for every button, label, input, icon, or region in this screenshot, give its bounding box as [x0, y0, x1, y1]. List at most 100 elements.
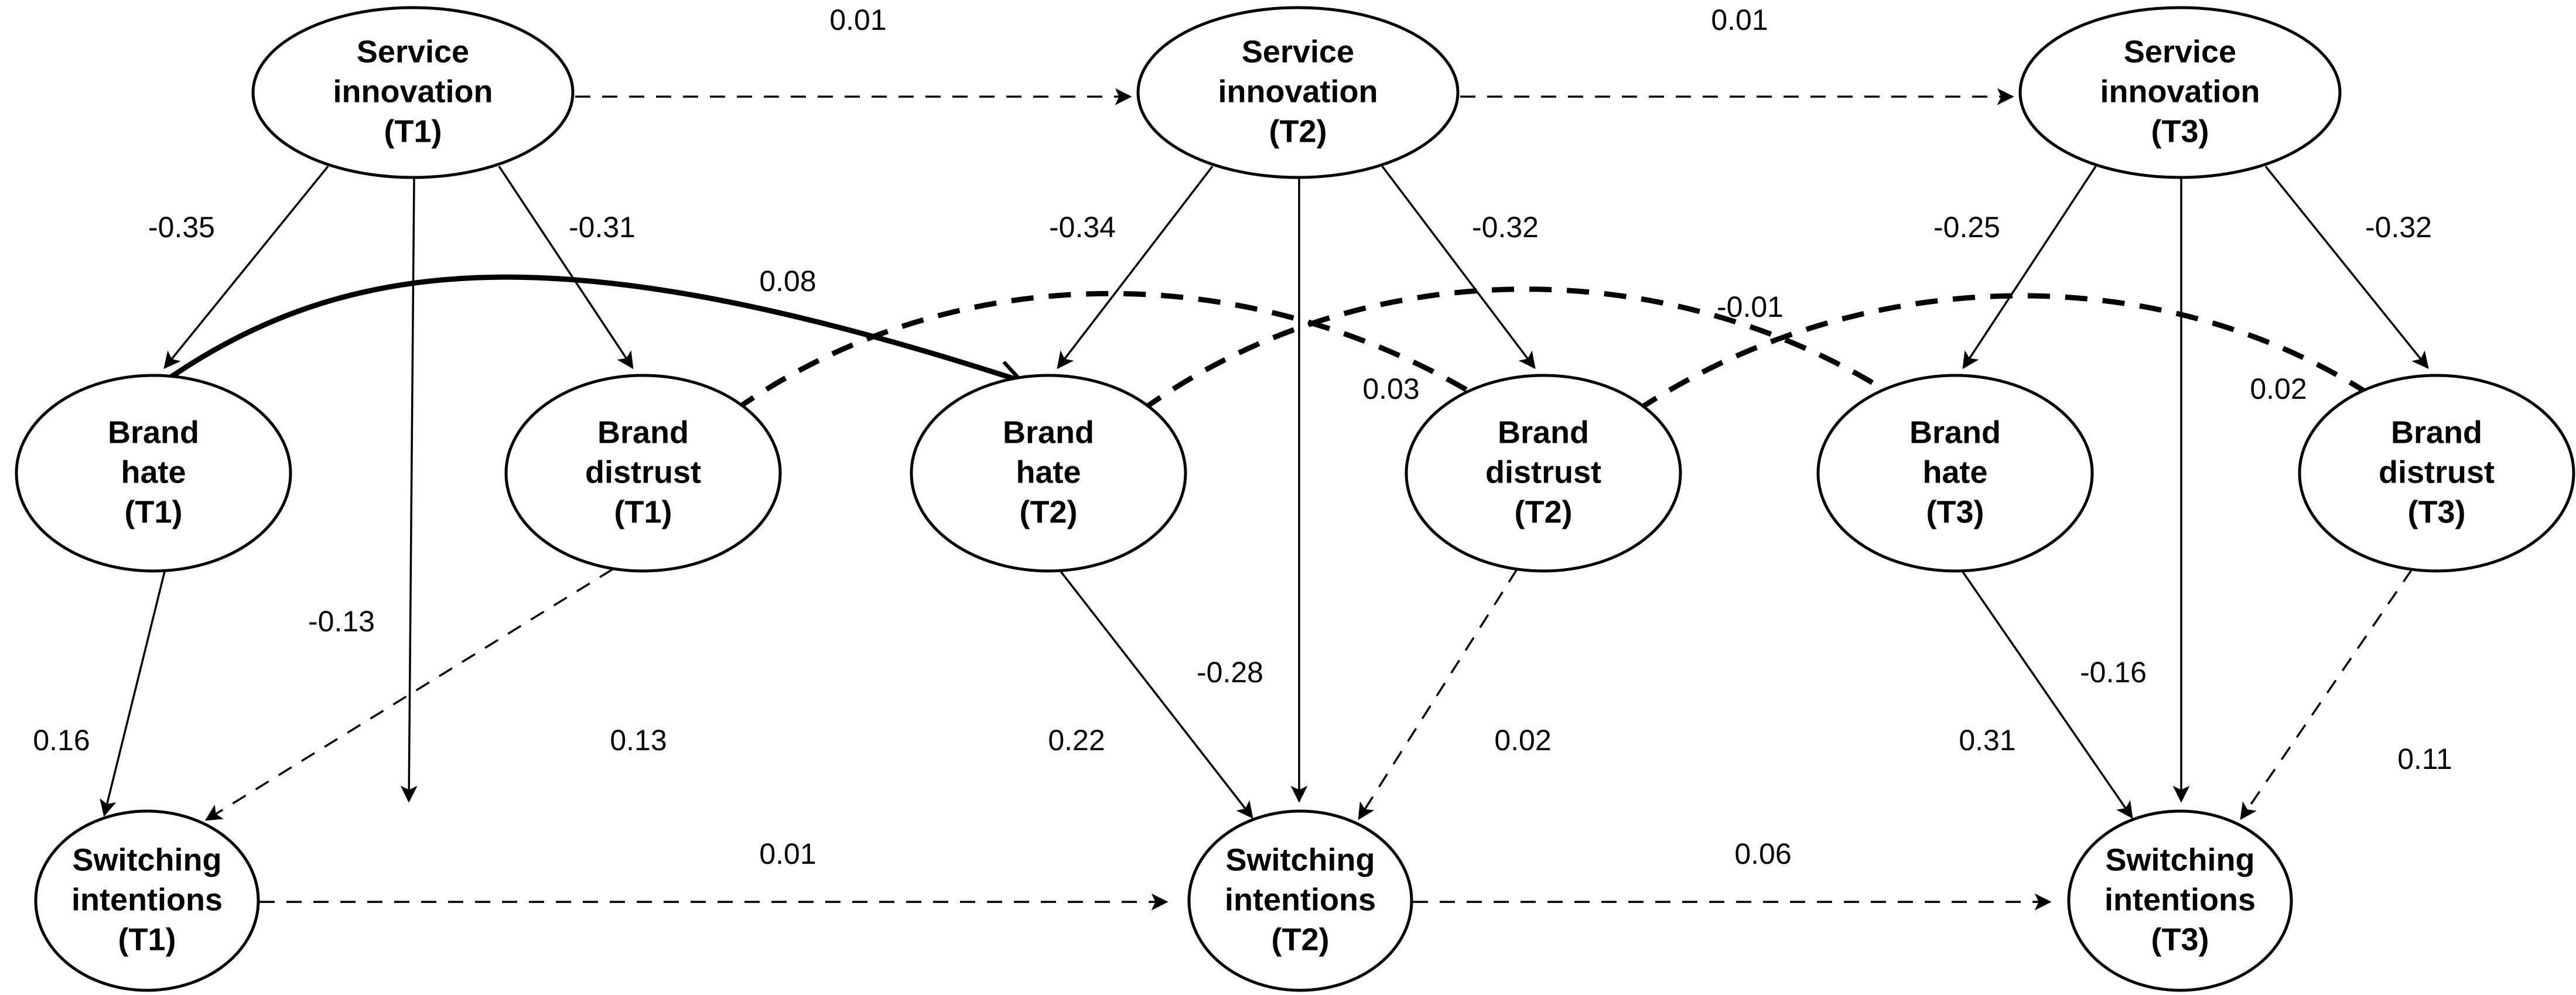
node-ellipse [2018, 6, 2342, 179]
node-brand-distrust-t2[interactable]: Brand distrust (T2) [1405, 374, 1682, 573]
edge-label-bh-t3-sw-t3: 0.31 [1959, 724, 2015, 757]
node-label-line1: Brand [108, 415, 199, 450]
node-service-innovation-t2[interactable]: Service innovation (T2) [1136, 6, 1460, 179]
node-label-line1: Brand [1003, 415, 1094, 450]
edge-bh-t1-bh-t2 [168, 274, 1020, 381]
node-label-line3: (T3) [2408, 494, 2466, 529]
node-switching-intentions-t3[interactable]: Switching intentions (T3) [2067, 809, 2293, 992]
node-label-line2: innovation [2100, 74, 2260, 109]
edge-label-si-t2-bh-t2: -0.34 [1049, 211, 1116, 244]
edge-label-si-t1-bd-t1: -0.31 [569, 211, 636, 244]
node-label-line1: Switching [2106, 842, 2255, 877]
node-label-line2: hate [121, 454, 186, 490]
node-label-line3: (T2) [1269, 114, 1327, 149]
edge-label-bd-t3-sw-t3: 0.11 [2397, 743, 2452, 775]
edge-label-sw-t1-sw-t2: 0.01 [759, 837, 816, 870]
node-switching-intentions-t2[interactable]: Switching intentions (T2) [1187, 809, 1413, 992]
node-label-line1: Service [2124, 34, 2236, 69]
node-label-line2: hate [1922, 454, 1987, 490]
node-label-line2: intentions [1225, 882, 1376, 917]
edge-label-si-t1-sw-t1: -0.13 [308, 605, 375, 638]
edge-label-bh-t2-bh-t3: -0.01 [1717, 290, 1784, 323]
node-label-line2: distrust [2379, 454, 2495, 490]
edge-si-t2-bh-t2 [1057, 165, 1214, 370]
node-label-line3: (T1) [614, 494, 672, 529]
node-label-line2: intentions [2104, 882, 2256, 917]
node-brand-hate-t1[interactable]: Brand hate (T1) [15, 374, 292, 573]
node-label-line3: (T3) [2151, 114, 2209, 149]
node-layer: Service innovation (T1) Service innovati… [15, 6, 2575, 992]
edge-si-t3-bd-t3 [2264, 165, 2429, 370]
node-label-line3: (T2) [1515, 494, 1573, 529]
edge-layer [100, 88, 2429, 911]
node-label-line1: Service [357, 34, 469, 69]
node-ellipse [504, 374, 782, 573]
edge-si-t1-bd-t1 [498, 166, 634, 370]
node-label-line2: distrust [1485, 454, 1601, 490]
node-label-line2: hate [1016, 454, 1081, 490]
edge-bh-t2-sw-t2 [1058, 568, 1253, 819]
node-label-line1: Brand [597, 415, 689, 450]
edge-label-si-t2-bd-t2: -0.32 [1472, 211, 1539, 244]
node-label-line1: Brand [2391, 415, 2482, 450]
edge-bd-t2-sw-t2 [1358, 569, 1518, 820]
edge-bh-t1-sw-t1 [100, 569, 166, 817]
edge-label-si-t3-bh-t3: -0.25 [1933, 211, 2000, 244]
node-brand-hate-t2[interactable]: Brand hate (T2) [910, 374, 1187, 573]
edge-bh-t2-bh-t3 [1140, 286, 1915, 410]
node-label-line3: (T3) [2151, 922, 2209, 957]
node-brand-distrust-t3[interactable]: Brand distrust (T3) [2298, 374, 2575, 573]
edge-label-si-t1-bh-t1: -0.35 [148, 211, 215, 244]
edge-bd-t1-bd-t2 [733, 290, 1499, 410]
edge-si-t2-bd-t2 [1381, 165, 1536, 370]
edge-label-si-t3-bd-t3: -0.32 [2365, 211, 2432, 244]
node-label-line1: Switching [73, 842, 222, 877]
edge-label-bh-t1-sw-t1: 0.16 [33, 724, 90, 757]
edge-label-bh-t2-sw-t2: 0.22 [1048, 724, 1105, 757]
edge-label-bd-t1-bd-t2: 0.03 [1362, 372, 1419, 405]
node-label-line3: (T3) [1926, 494, 1984, 529]
node-label-line2: intentions [71, 882, 223, 917]
node-label-line3: (T2) [1020, 494, 1078, 529]
node-label-line2: distrust [585, 454, 701, 490]
node-label-line1: Brand [1498, 415, 1589, 450]
node-ellipse [1136, 6, 1460, 179]
edge-si-t1-bh-t1 [163, 165, 329, 370]
edge-label-si-t3-sw-t3: -0.16 [2080, 656, 2147, 689]
node-label-line2: innovation [333, 74, 493, 109]
edge-bd-t3-sw-t3 [2240, 569, 2413, 820]
edge-label-layer: 0.01 0.01 -0.35 -0.31 -0.13 -0.34 -0.32 … [33, 4, 2452, 870]
edge-bh-t3-sw-t3 [1960, 569, 2133, 819]
node-ellipse [2298, 374, 2575, 573]
node-brand-distrust-t1[interactable]: Brand distrust (T1) [504, 374, 782, 573]
edge-label-si-t1-si-t2: 0.01 [829, 4, 886, 36]
node-label-line2: innovation [1218, 74, 1378, 109]
node-ellipse [2067, 809, 2293, 992]
node-ellipse [1187, 809, 1413, 992]
node-ellipse [34, 809, 260, 992]
edge-label-bd-t2-sw-t2: 0.02 [1494, 724, 1551, 757]
node-ellipse [15, 374, 292, 573]
edge-si-t3-bh-t3 [1962, 166, 2097, 370]
node-label-line3: (T1) [125, 494, 183, 529]
node-label-line3: (T1) [384, 114, 442, 149]
node-label-line1: Service [1242, 34, 1354, 69]
node-brand-hate-t3[interactable]: Brand hate (T3) [1816, 374, 2094, 573]
node-label-line1: Switching [1226, 842, 1375, 877]
edge-label-si-t2-sw-t2: -0.28 [1197, 656, 1263, 689]
edge-label-bd-t2-bd-t3: 0.02 [2250, 372, 2307, 405]
edge-si-t1-sw-t1 [400, 177, 418, 803]
node-label-line3: (T1) [118, 922, 176, 957]
node-service-innovation-t3[interactable]: Service innovation (T3) [2018, 6, 2342, 179]
node-label-line1: Brand [1909, 415, 2001, 450]
edge-label-bd-t1-sw-t1: 0.13 [610, 724, 667, 757]
node-switching-intentions-t1[interactable]: Switching intentions (T1) [34, 809, 260, 992]
edge-label-si-t2-si-t3: 0.01 [1711, 4, 1768, 36]
node-service-innovation-t1[interactable]: Service innovation (T1) [251, 6, 575, 179]
node-label-line3: (T2) [1272, 922, 1330, 957]
edge-label-bh-t1-bh-t2: 0.08 [759, 265, 816, 298]
node-ellipse [910, 374, 1187, 573]
node-ellipse [1816, 374, 2094, 573]
